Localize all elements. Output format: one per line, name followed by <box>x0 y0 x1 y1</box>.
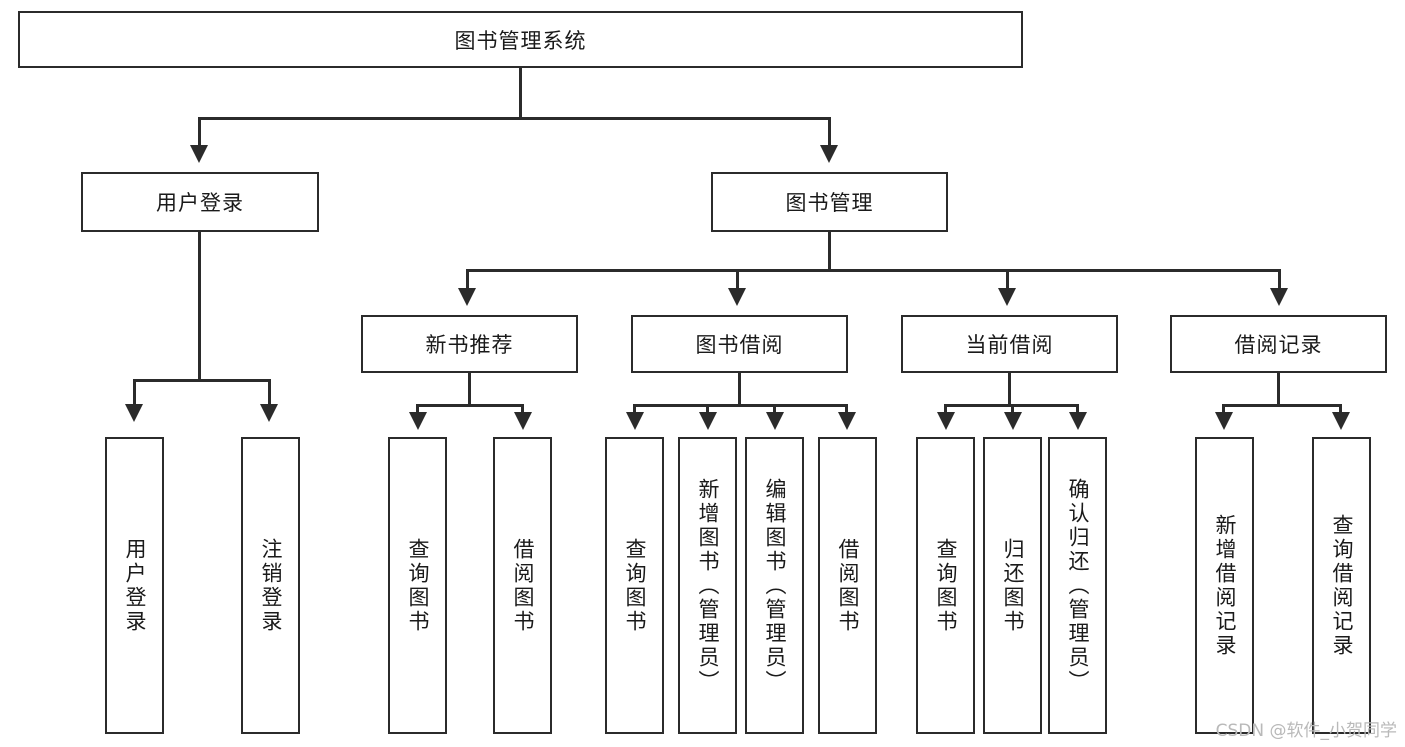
node-leaf-query-book-2[interactable]: 查询图书 <box>605 437 664 734</box>
edge-borrow-record-bus <box>1222 404 1341 407</box>
edge-bm-to-borrow-record <box>1278 269 1281 291</box>
node-label: 新增借阅记录 <box>1213 513 1237 658</box>
node-borrow-record[interactable]: 借阅记录 <box>1170 315 1387 373</box>
edge-bm-to-new-book <box>466 269 469 291</box>
node-leaf-query-book-3[interactable]: 查询图书 <box>916 437 975 734</box>
edge-root-to-user-login <box>198 117 201 147</box>
node-label: 借阅图书 <box>511 537 535 634</box>
node-label: 借阅记录 <box>1234 333 1323 357</box>
arrow-to-book-management <box>820 145 838 163</box>
edge-book-management-bus <box>466 269 1281 272</box>
edge-root-to-book-management <box>828 117 831 147</box>
edge-user-login-stem <box>198 232 201 382</box>
edge-bb-to-leaf3 <box>773 404 776 418</box>
edge-cb-to-leaf3 <box>1076 404 1079 418</box>
node-leaf-edit-book[interactable]: 编辑图书（管理员） <box>745 437 804 734</box>
node-label: 查询图书 <box>406 537 430 634</box>
edge-book-borrow-stem <box>738 373 741 407</box>
arrow-to-leaf-user-login <box>125 404 143 422</box>
arrow-to-leaf-add-book <box>699 412 717 430</box>
node-leaf-borrow-book-2[interactable]: 借阅图书 <box>818 437 877 734</box>
arrow-to-borrow-record <box>1270 288 1288 306</box>
node-label: 用户登录 <box>156 191 244 215</box>
edge-user-login-to-leaf1 <box>133 379 136 407</box>
csdn-watermark: CSDN @软件_小贺同学 <box>1215 721 1397 741</box>
edge-current-borrow-stem <box>1008 373 1011 407</box>
edge-new-book-to-leaf1 <box>416 404 419 418</box>
edge-cb-to-leaf1 <box>944 404 947 418</box>
arrow-to-leaf-add-record <box>1215 412 1233 430</box>
edge-bm-to-current-borrow <box>1006 269 1009 291</box>
arrow-to-leaf-borrow-book-2 <box>838 412 856 430</box>
arrow-to-leaf-query-book-1 <box>409 412 427 430</box>
edge-bm-to-book-borrow <box>736 269 739 291</box>
arrow-to-leaf-query-record <box>1332 412 1350 430</box>
node-leaf-query-book-1[interactable]: 查询图书 <box>388 437 447 734</box>
edge-br-to-leaf2 <box>1339 404 1342 418</box>
node-label: 图书管理系统 <box>454 28 587 53</box>
edge-bb-to-leaf4 <box>845 404 848 418</box>
node-label: 确认归还（管理员） <box>1066 477 1090 694</box>
node-label: 新增图书（管理员） <box>696 477 720 694</box>
node-label: 查询图书 <box>623 537 647 634</box>
arrow-to-leaf-user-logout <box>260 404 278 422</box>
node-book-management[interactable]: 图书管理 <box>711 172 948 232</box>
node-leaf-add-book[interactable]: 新增图书（管理员） <box>678 437 737 734</box>
node-leaf-user-logout[interactable]: 注销登录 <box>241 437 300 734</box>
edge-user-login-bus <box>133 379 270 382</box>
node-label: 注销登录 <box>259 537 283 634</box>
edge-br-to-leaf1 <box>1222 404 1225 418</box>
arrow-to-leaf-edit-book <box>766 412 784 430</box>
node-label: 归还图书 <box>1001 537 1025 634</box>
node-label: 图书借阅 <box>695 333 784 357</box>
node-root-system[interactable]: 图书管理系统 <box>18 11 1023 68</box>
arrow-to-leaf-query-book-3 <box>937 412 955 430</box>
edge-new-book-bus <box>416 404 524 407</box>
edge-cb-to-leaf2 <box>1011 404 1014 418</box>
edge-borrow-record-stem <box>1277 373 1280 407</box>
node-leaf-query-record[interactable]: 查询借阅记录 <box>1312 437 1371 734</box>
arrow-to-current-borrow <box>998 288 1016 306</box>
node-leaf-return-book[interactable]: 归还图书 <box>983 437 1042 734</box>
node-leaf-add-record[interactable]: 新增借阅记录 <box>1195 437 1254 734</box>
edge-root-stem <box>519 68 522 118</box>
node-label: 新书推荐 <box>425 333 514 357</box>
node-label: 查询借阅记录 <box>1330 513 1354 658</box>
edge-bb-to-leaf2 <box>706 404 709 418</box>
edge-book-management-stem <box>828 232 831 272</box>
node-label: 查询图书 <box>934 537 958 634</box>
edge-bb-to-leaf1 <box>633 404 636 418</box>
arrow-to-new-book-recommend <box>458 288 476 306</box>
node-label: 编辑图书（管理员） <box>763 477 787 694</box>
node-leaf-borrow-book-1[interactable]: 借阅图书 <box>493 437 552 734</box>
edge-root-bus <box>198 117 831 120</box>
node-user-login[interactable]: 用户登录 <box>81 172 319 232</box>
node-label: 图书管理 <box>785 191 874 215</box>
node-label: 用户登录 <box>123 537 147 634</box>
node-new-book-recommend[interactable]: 新书推荐 <box>361 315 578 373</box>
node-label: 当前借阅 <box>965 333 1054 357</box>
node-leaf-user-login[interactable]: 用户登录 <box>105 437 164 734</box>
edge-user-login-to-leaf2 <box>268 379 271 407</box>
arrow-to-leaf-confirm-return <box>1069 412 1087 430</box>
edge-book-borrow-bus <box>633 404 848 407</box>
node-label: 借阅图书 <box>836 537 860 634</box>
edge-new-book-stem <box>468 373 471 407</box>
arrow-to-user-login <box>190 145 208 163</box>
node-current-borrow[interactable]: 当前借阅 <box>901 315 1118 373</box>
arrow-to-leaf-borrow-book-1 <box>514 412 532 430</box>
arrow-to-leaf-query-book-2 <box>626 412 644 430</box>
arrow-to-leaf-return-book <box>1004 412 1022 430</box>
edge-new-book-to-leaf2 <box>521 404 524 418</box>
node-leaf-confirm-return[interactable]: 确认归还（管理员） <box>1048 437 1107 734</box>
arrow-to-book-borrow <box>728 288 746 306</box>
node-book-borrow[interactable]: 图书借阅 <box>631 315 848 373</box>
